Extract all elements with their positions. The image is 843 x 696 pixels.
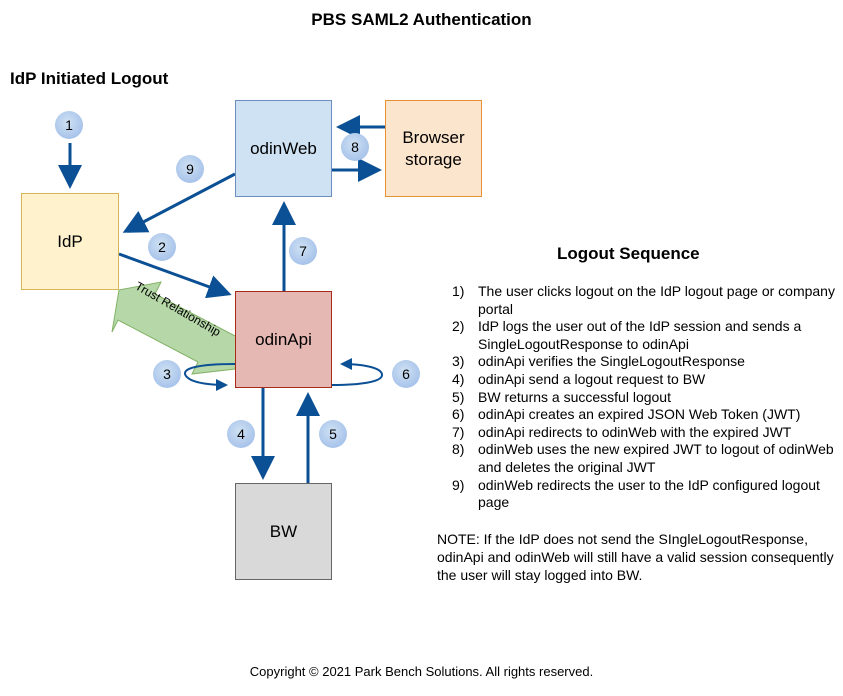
- step-number: 3): [452, 353, 465, 370]
- step-number: 8): [452, 441, 465, 458]
- arrow-step-3-loop: [183, 363, 236, 391]
- step-badge-8: 8: [341, 133, 369, 161]
- sequence-step: 9) odinWeb redirects the user to the IdP …: [452, 477, 837, 512]
- node-idp-label: IdP: [57, 231, 83, 251]
- arrow-step-9: [122, 172, 236, 233]
- node-idp: IdP: [21, 193, 119, 290]
- step-text: BW returns a successful logout: [478, 388, 671, 405]
- node-odinweb-label: odinWeb: [250, 138, 317, 158]
- step-text: IdP logs the user out of the IdP session…: [478, 318, 802, 352]
- sequence-step: 1) The user clicks logout on the IdP logo…: [452, 283, 837, 318]
- step-number: 1): [452, 283, 465, 299]
- step-number: 6): [452, 406, 465, 423]
- step-number: 5): [452, 388, 465, 405]
- step-text: odinApi redirects to odinWeb with the ex…: [478, 423, 792, 440]
- step-badge-1: 1: [55, 111, 83, 139]
- sequence-step: 2) IdP logs the user out of the IdP sessi…: [452, 318, 837, 353]
- node-browser-storage-label: Browser storage: [402, 127, 465, 169]
- arrow-step-6-loop: [331, 358, 384, 386]
- sequence-step: 6) odinApi creates an expired JSON Web To…: [452, 406, 837, 424]
- step-badge-7: 7: [289, 237, 317, 265]
- node-bw: BW: [235, 483, 332, 580]
- copyright-footer: Copyright © 2021 Park Bench Solutions. A…: [249, 664, 594, 679]
- step-text: odinApi send a logout request to BW: [478, 370, 706, 387]
- step-number: 7): [452, 423, 465, 440]
- node-bw-label: BW: [269, 521, 298, 541]
- step-badge-3: 3: [153, 360, 181, 388]
- step-badge-5: 5: [319, 420, 347, 448]
- note-text: NOTE: If the IdP does not send the SIngl…: [437, 531, 834, 583]
- step-text: odinApi creates an expired JSON Web Toke…: [478, 406, 801, 423]
- sequence-list: 1) The user clicks logout on the IdP logo…: [452, 283, 837, 512]
- sequence-step: 7) odinApi redirects to odinWeb with the …: [452, 424, 837, 442]
- sequence-step: 5) BW returns a successful logout: [452, 389, 837, 407]
- diagram-subtitle: IdP Initiated Logout: [10, 69, 169, 88]
- sequence-step: 3) odinApi verifies the SingleLogoutRespo…: [452, 353, 837, 371]
- step-badge-9: 9: [176, 155, 204, 183]
- node-browser-storage: Browser storage: [385, 100, 482, 197]
- node-odinapi: odinApi: [235, 291, 332, 388]
- sequence-step: 8) odinWeb uses the new expired JWT to lo…: [452, 441, 837, 476]
- step-text: odinApi verifies the SingleLogoutRespons…: [478, 353, 745, 370]
- arrow-step-2: [118, 252, 232, 299]
- step-number: 4): [452, 370, 465, 387]
- step-text: The user clicks logout on the IdP logout…: [478, 283, 835, 317]
- step-badge-6: 6: [392, 360, 420, 388]
- node-odinweb: odinWeb: [235, 100, 332, 197]
- sequence-step: 4) odinApi send a logout request to BW: [452, 371, 837, 389]
- node-odinapi-label: odinApi: [255, 329, 312, 349]
- diagram-title: PBS SAML2 Authentication: [311, 10, 532, 29]
- step-text: odinWeb redirects the user to the IdP co…: [478, 476, 820, 511]
- step-text: odinWeb uses the new expired JWT to logo…: [478, 441, 834, 475]
- step-number: 2): [452, 318, 465, 335]
- step-number: 9): [452, 476, 465, 493]
- step-badge-2: 2: [148, 233, 176, 261]
- step-badge-4: 4: [227, 420, 255, 448]
- sequence-title: Logout Sequence: [557, 244, 700, 263]
